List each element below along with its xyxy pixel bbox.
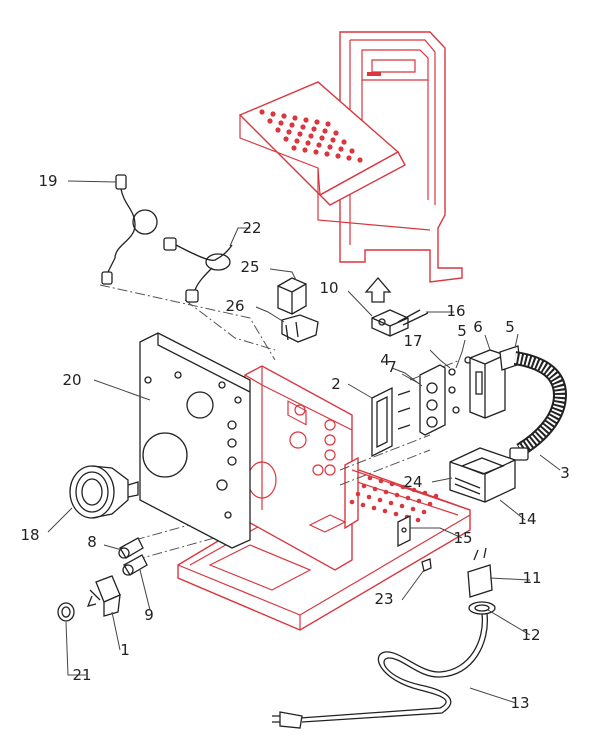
callout-leader-9	[139, 569, 151, 611]
callout-leader-6	[484, 334, 491, 351]
callout-leader-26	[255, 306, 285, 323]
callout-leader-22	[229, 227, 250, 247]
ribbon-cable	[499, 345, 568, 461]
callout-leader-5	[514, 333, 519, 349]
control-knobs	[118, 537, 148, 576]
callout-label-16: 16	[446, 302, 465, 320]
thermostat-bracket	[371, 309, 429, 337]
relay-module	[277, 277, 319, 343]
chassis-frame	[177, 365, 471, 631]
callout-leader-17	[429, 349, 451, 369]
rear-cover-plate	[139, 332, 251, 549]
callout-label-19: 19	[38, 172, 57, 190]
callout-label-5: 5	[457, 322, 467, 340]
callout-label-18: 18	[20, 526, 39, 544]
callout-leader-12	[487, 609, 531, 636]
callout-leader-14	[499, 499, 526, 521]
callout-leader-1	[111, 611, 121, 651]
callout-leader-15	[410, 527, 463, 539]
base-screw	[421, 558, 432, 572]
callout-label-20: 20	[62, 371, 81, 389]
callout-leader-24	[431, 477, 453, 483]
callout-label-6: 6	[473, 318, 483, 336]
callout-leader-18	[47, 507, 73, 533]
callout-label-10: 10	[319, 279, 338, 297]
callout-leader-2	[347, 383, 373, 399]
cup-tray-shelf	[238, 81, 431, 231]
callout-leader-10	[347, 290, 373, 317]
callout-label-14: 14	[517, 510, 536, 528]
wire-harness-19	[101, 174, 158, 285]
callout-leader-13	[469, 687, 517, 704]
rear-panel-holes	[247, 404, 336, 499]
rocker-switch	[86, 575, 121, 617]
callout-leader-25	[269, 268, 297, 281]
callout-label-17: 17	[403, 332, 422, 350]
callout-label-15: 15	[453, 529, 472, 547]
up-arrow-icon	[364, 277, 392, 303]
callout-label-12: 12	[521, 626, 540, 644]
callout-label-21: 21	[72, 666, 91, 684]
callout-leader-11	[489, 577, 531, 581]
wire-harness-22	[163, 237, 233, 303]
callout-leader-8	[103, 544, 123, 551]
callout-leader-19	[67, 180, 117, 183]
callout-label-26: 26	[225, 297, 244, 315]
shelf-hole-pattern	[259, 109, 363, 163]
screws	[448, 356, 472, 414]
callout-label-24: 24	[403, 473, 422, 491]
mounting-bracket	[397, 514, 411, 548]
base-hole-pattern	[349, 475, 439, 523]
callout-leader-7	[401, 373, 421, 385]
callout-label-1: 1	[120, 641, 130, 659]
valve-block	[397, 364, 446, 436]
callout-label-8: 8	[87, 533, 97, 551]
callout-label-2: 2	[331, 375, 341, 393]
connector-housing	[469, 349, 506, 419]
callout-label-23: 23	[374, 590, 393, 608]
callout-label-11: 11	[522, 569, 541, 587]
callout-label-4: 4	[380, 351, 390, 369]
callout-leader-21	[65, 621, 86, 676]
callout-leader-3	[539, 454, 561, 471]
callout-label-3: 3	[560, 464, 570, 482]
callout-leader-20	[93, 379, 151, 401]
gasket-plate	[371, 386, 393, 458]
pressure-gauge	[69, 465, 139, 519]
callout-leader-23	[401, 569, 425, 601]
callout-leader-5	[455, 339, 466, 369]
callout-label-7: 7	[387, 358, 397, 376]
callout-label-5: 5	[505, 318, 515, 336]
callout-label-13: 13	[510, 694, 529, 712]
callout-label-9: 9	[144, 606, 154, 624]
cord-strain-relief	[467, 547, 496, 615]
power-cord	[272, 613, 488, 729]
indicator-lamp	[57, 602, 75, 622]
control-box	[449, 447, 516, 503]
callout-label-25: 25	[240, 258, 259, 276]
callout-label-22: 22	[242, 219, 261, 237]
